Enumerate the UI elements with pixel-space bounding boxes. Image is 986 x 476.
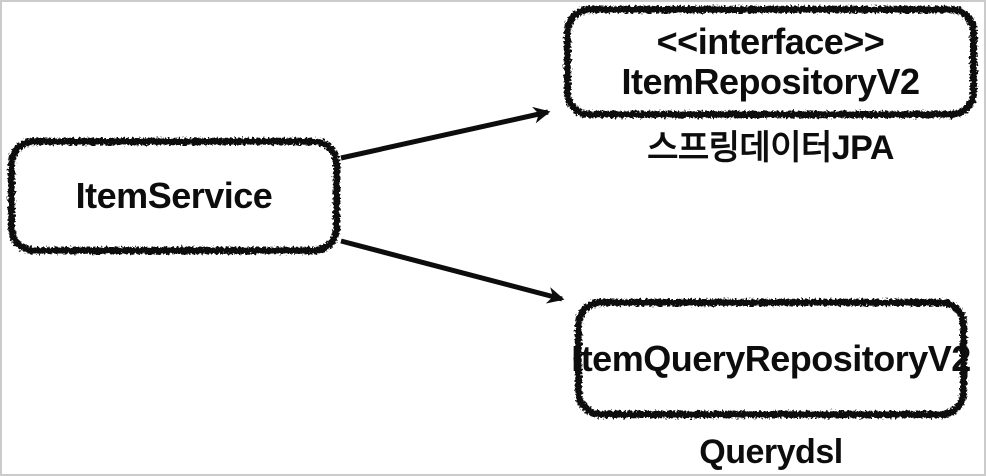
node-item-service-label: ItemService: [76, 176, 273, 216]
node-item-repository-v2-border: [564, 6, 977, 118]
caption-querydsl: Querydsl: [699, 433, 843, 471]
caption-spring-data-jpa: 스프링데이터JPA: [647, 129, 894, 167]
node-item-query-repository-v2-label: ItemQueryRepositoryV2: [571, 337, 971, 379]
node-item-query-repository-v2: ItemQueryRepositoryV2: [571, 299, 971, 418]
node-item-query-repository-v2-name: ItemQueryRepositoryV2: [571, 337, 971, 379]
node-item-service: ItemService: [8, 138, 340, 254]
edge-item-service-to-item-repository-v2: [340, 106, 551, 161]
edge-item-service-to-item-query-repository-v2: [340, 238, 565, 304]
node-item-repository-v2-stereotype: <<interface>>: [656, 21, 885, 62]
node-item-service-border: [8, 138, 340, 254]
node-item-query-repository-v2-border: [575, 299, 967, 418]
node-item-repository-v2-name: ItemRepositoryV2: [621, 61, 920, 102]
node-item-repository-v2: <<interface>> ItemRepositoryV2: [564, 6, 977, 118]
node-item-service-line: ItemService: [75, 175, 273, 216]
node-item-repository-v2-label: <<interface>> ItemRepositoryV2: [621, 21, 920, 102]
